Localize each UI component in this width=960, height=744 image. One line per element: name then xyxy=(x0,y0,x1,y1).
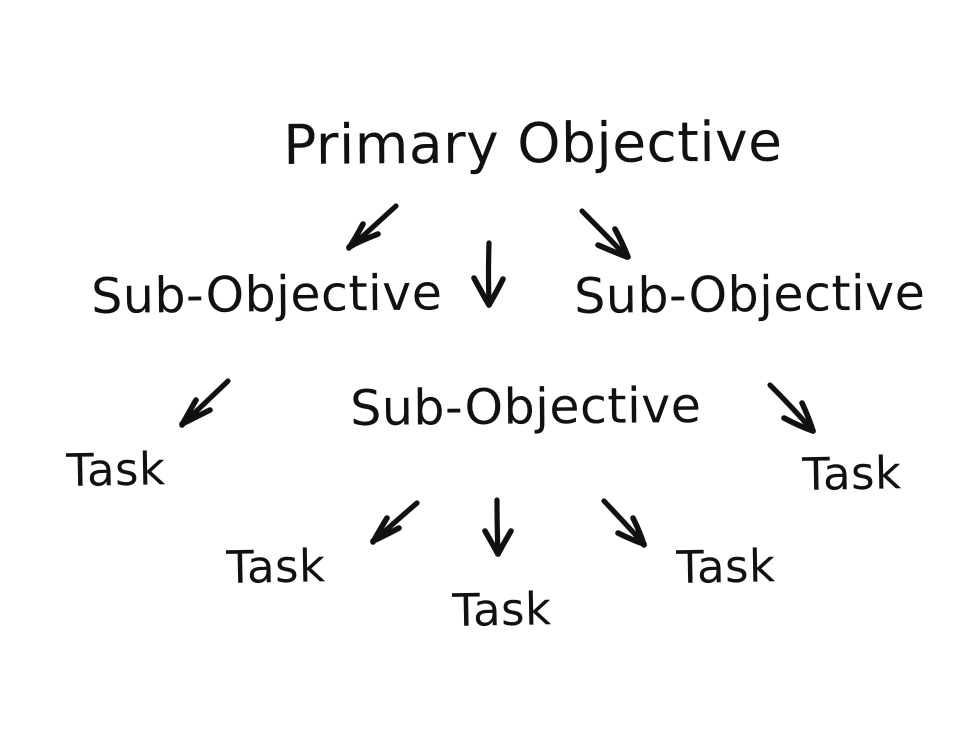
node-task-center-right[interactable]: Task xyxy=(675,539,776,594)
edge-primary-to-sub-right-arrow xyxy=(579,208,631,260)
edge-sub-center-to-task-right-arrow xyxy=(601,498,647,548)
node-sub-objective-right[interactable]: Sub-Objective xyxy=(573,264,926,325)
node-sub-objective-left[interactable]: Sub-Objective xyxy=(90,264,443,325)
node-task-center-mid[interactable]: Task xyxy=(451,582,552,637)
node-primary-objective[interactable]: Primary Objective xyxy=(282,109,783,177)
edge-sub-center-to-task-mid-arrow xyxy=(482,497,514,557)
edge-primary-to-sub-center-arrow xyxy=(471,240,506,308)
edge-sub-right-to-task-arrow xyxy=(767,382,816,434)
node-task-far-right[interactable]: Task xyxy=(801,446,902,501)
node-sub-objective-center[interactable]: Sub-Objective xyxy=(349,376,702,437)
edge-primary-to-sub-left-arrow xyxy=(346,203,399,251)
node-task-far-left[interactable]: Task xyxy=(65,442,166,497)
node-task-center-left[interactable]: Task xyxy=(225,539,326,594)
edge-sub-center-to-task-left-arrow xyxy=(370,500,420,545)
edge-sub-left-to-task-arrow xyxy=(179,378,231,428)
